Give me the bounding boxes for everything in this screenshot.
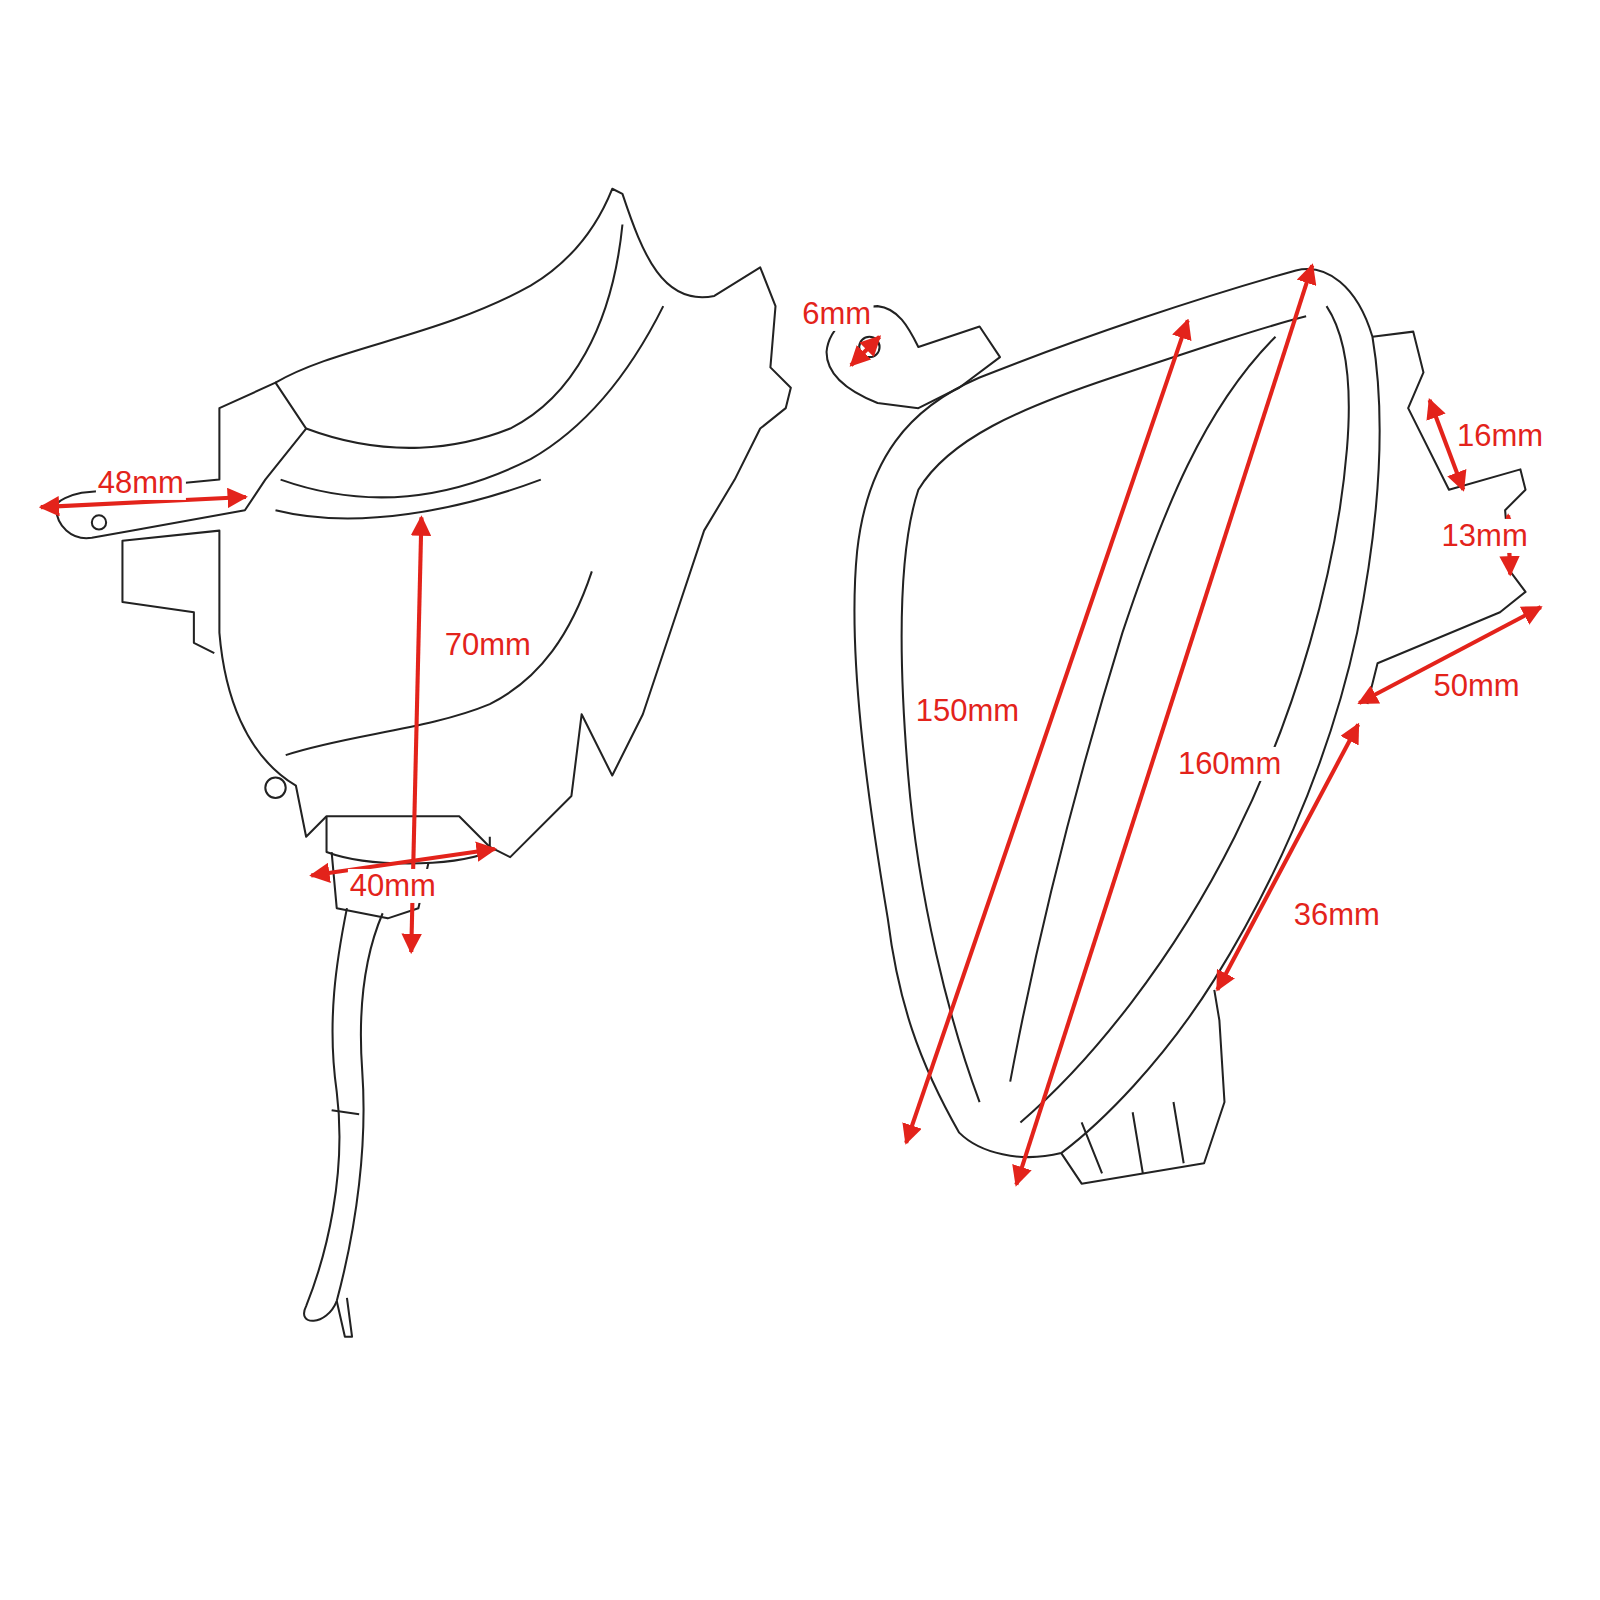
dimension-label: 70mm (443, 628, 533, 662)
left-lamp (56, 189, 791, 1337)
dimension-arrow (1016, 265, 1312, 1184)
dimension-arrow (1359, 607, 1541, 703)
dimension-label: 13mm (1440, 519, 1530, 553)
dimension-label: 50mm (1431, 669, 1521, 703)
right-lamp (827, 269, 1526, 1184)
dimension-label: 40mm (348, 869, 438, 903)
dimension-arrows (41, 265, 1541, 1184)
dimension-arrow (851, 337, 880, 366)
dimension-arrow (906, 320, 1188, 1142)
dimension-label: 150mm (914, 694, 1021, 728)
dimension-label: 48mm (96, 466, 186, 500)
dimension-label: 16mm (1455, 419, 1545, 453)
dimension-label: 6mm (800, 297, 873, 331)
dimension-label: 160mm (1176, 747, 1283, 781)
dimension-label: 36mm (1292, 898, 1382, 932)
